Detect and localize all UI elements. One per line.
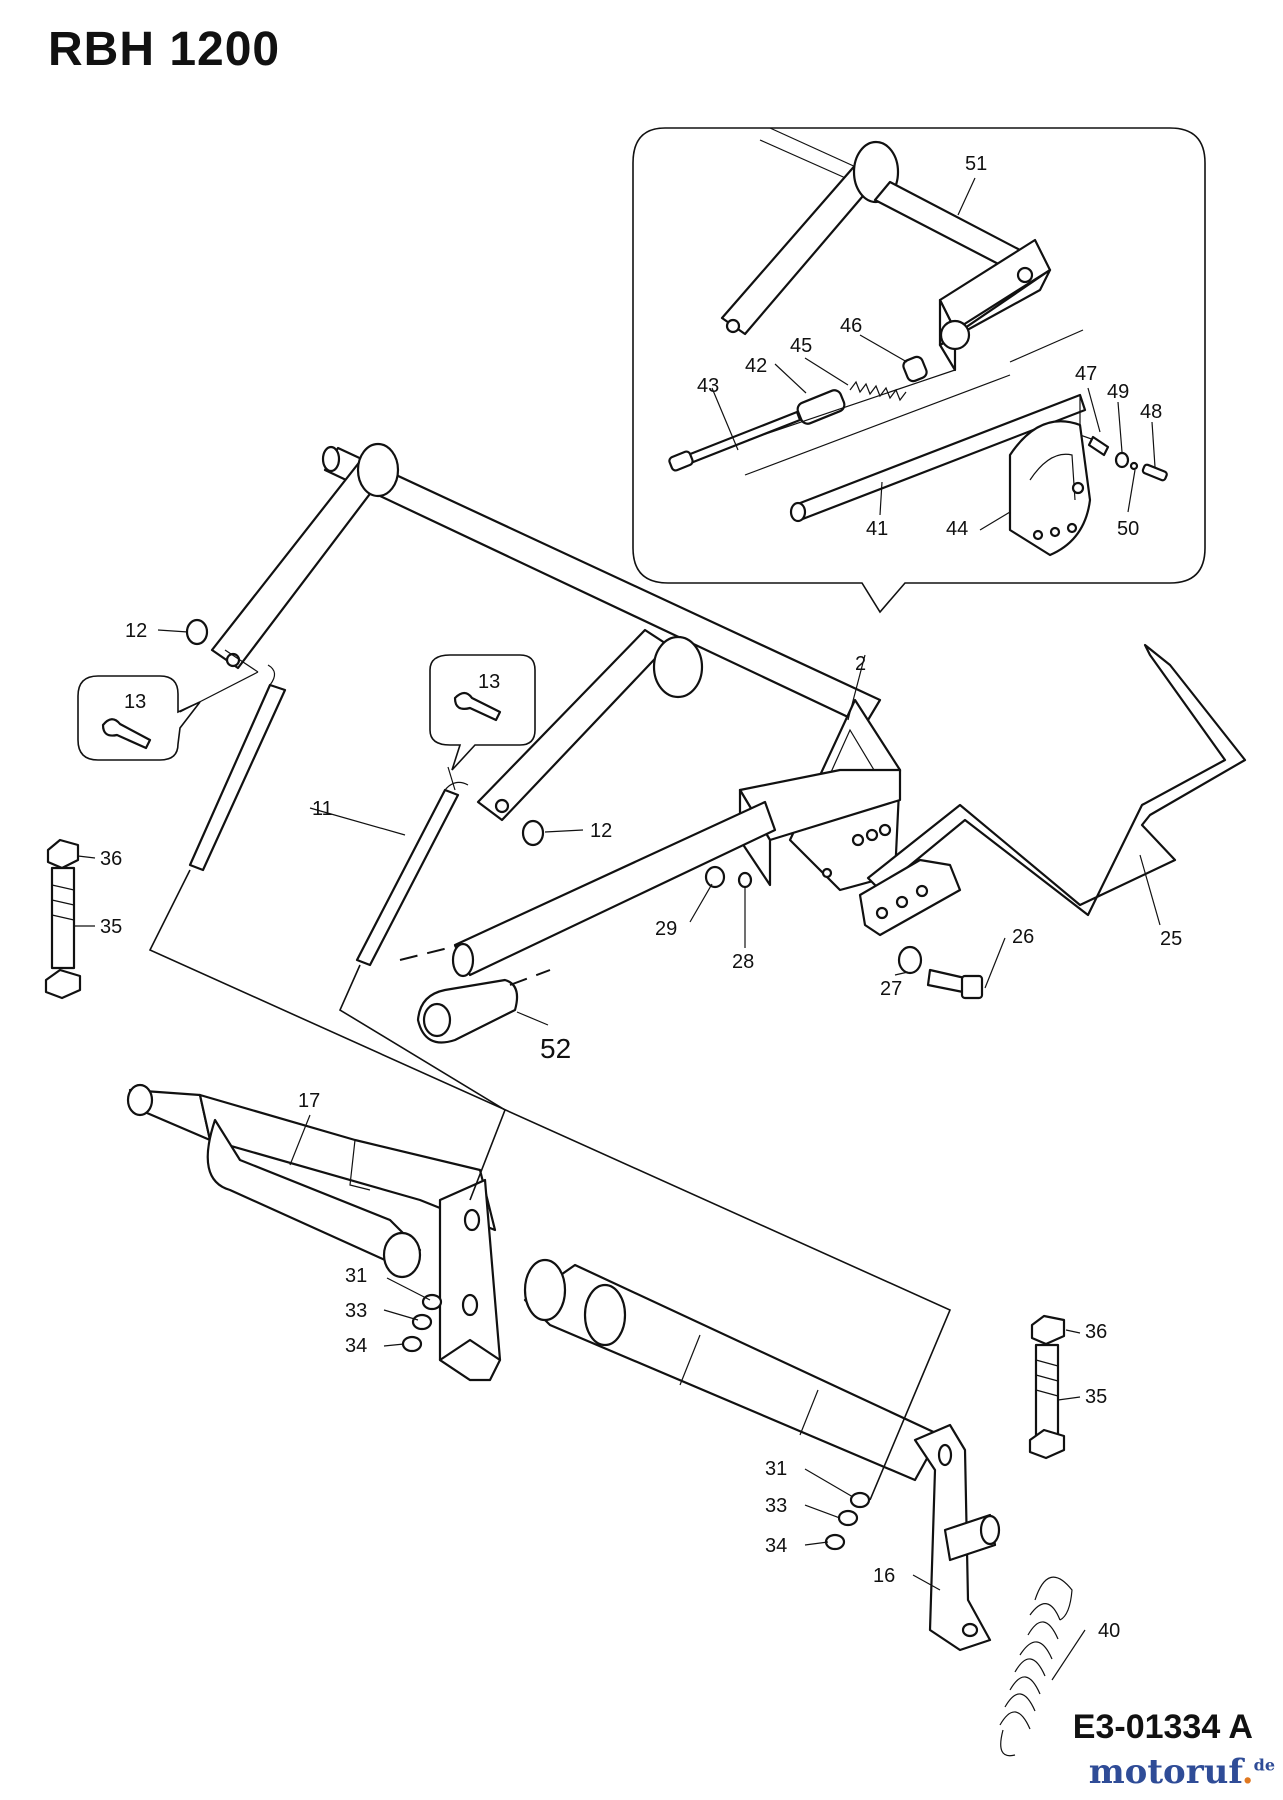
callout-36-right: 36 bbox=[1085, 1321, 1107, 1343]
part-45-spring bbox=[849, 380, 907, 402]
part-25-frame bbox=[858, 643, 1247, 937]
logo-tld: de bbox=[1253, 1755, 1275, 1775]
inset-leader-lines bbox=[711, 177, 1156, 531]
callout-35-right: 35 bbox=[1085, 1386, 1107, 1408]
callout-17: 17 bbox=[298, 1090, 320, 1112]
motoruf-logo[interactable]: motoruf.de bbox=[1089, 1752, 1275, 1792]
callout-43: 43 bbox=[697, 375, 719, 397]
callout-45: 45 bbox=[790, 335, 812, 357]
callout-52: 52 bbox=[540, 1033, 571, 1064]
callout-46: 46 bbox=[840, 315, 862, 337]
part-43-cable bbox=[668, 410, 802, 472]
callout-40: 40 bbox=[1098, 1620, 1120, 1642]
part-51-shaft-assembly bbox=[720, 127, 1052, 372]
callout-26: 26 bbox=[1012, 926, 1034, 948]
part-17-lever bbox=[126, 1083, 502, 1382]
callout-50: 50 bbox=[1117, 518, 1139, 540]
part-47-clip bbox=[1087, 435, 1110, 457]
part-42-bushing bbox=[796, 389, 846, 425]
callout-41: 41 bbox=[866, 518, 888, 540]
part-11-rods bbox=[188, 664, 469, 967]
small-hardware bbox=[185, 618, 984, 1000]
part-13-cotter-pin-box-right bbox=[429, 654, 536, 771]
callout-29: 29 bbox=[655, 918, 677, 940]
callout-33-right: 33 bbox=[765, 1495, 787, 1517]
callout-13-left: 13 bbox=[124, 691, 146, 713]
logo-dot: . bbox=[1241, 1752, 1254, 1792]
callout-11: 11 bbox=[312, 798, 333, 820]
part-48-screw bbox=[1141, 463, 1168, 482]
callout-34-right: 34 bbox=[765, 1535, 787, 1557]
callout-31-right: 31 bbox=[765, 1458, 787, 1480]
part-16-lever bbox=[913, 1423, 1001, 1652]
callout-2: 2 bbox=[855, 653, 866, 675]
callout-12-left: 12 bbox=[125, 620, 147, 642]
part-49-washer bbox=[1114, 451, 1130, 469]
part-41-rod bbox=[789, 393, 1101, 523]
assembly-connection-lines bbox=[148, 649, 952, 1501]
callout-28: 28 bbox=[732, 951, 754, 973]
part-35-36-bolt-right bbox=[1028, 1314, 1066, 1460]
part-35-36-bolt-left bbox=[44, 838, 82, 1000]
callout-49: 49 bbox=[1107, 381, 1129, 403]
callout-labels: 51 46 45 42 43 47 49 48 41 44 50 2 12 13… bbox=[100, 153, 1182, 1642]
callout-25: 25 bbox=[1160, 928, 1182, 950]
callout-27: 27 bbox=[880, 978, 902, 1000]
hardware-31-33-34-right bbox=[824, 1491, 871, 1551]
part-40-spring bbox=[999, 1576, 1073, 1757]
callout-51: 51 bbox=[965, 153, 987, 175]
part-44-sector-plate bbox=[1008, 420, 1092, 557]
hardware-31-33-34-left bbox=[401, 1293, 443, 1353]
part-tube bbox=[523, 1258, 942, 1482]
part-50-washer bbox=[1129, 461, 1139, 471]
part-2-lever-bracket bbox=[451, 698, 902, 978]
callout-34-left: 34 bbox=[345, 1335, 367, 1357]
callout-44: 44 bbox=[946, 518, 968, 540]
callout-42: 42 bbox=[745, 355, 767, 377]
callout-16: 16 bbox=[873, 1565, 895, 1587]
callout-31-left: 31 bbox=[345, 1265, 367, 1287]
callout-13-right: 13 bbox=[478, 671, 500, 693]
part-52-knob bbox=[416, 978, 519, 1044]
callout-33-left: 33 bbox=[345, 1300, 367, 1322]
callout-35-left: 35 bbox=[100, 916, 122, 938]
callout-36-left: 36 bbox=[100, 848, 122, 870]
diagram-code: E3-01334 A bbox=[1072, 1708, 1253, 1746]
detail-inset-frame bbox=[632, 127, 1206, 614]
callout-48: 48 bbox=[1140, 401, 1162, 423]
main-lift-shaft bbox=[210, 442, 882, 822]
callout-47: 47 bbox=[1075, 363, 1097, 385]
part-46-cap bbox=[902, 355, 928, 383]
main-leader-lines bbox=[74, 629, 1161, 1681]
logo-text: motoruf bbox=[1088, 1752, 1242, 1792]
part-13-cotter-pin-box-left bbox=[77, 671, 259, 761]
callout-12-right: 12 bbox=[590, 820, 612, 842]
page-title: RBH 1200 bbox=[48, 23, 281, 76]
